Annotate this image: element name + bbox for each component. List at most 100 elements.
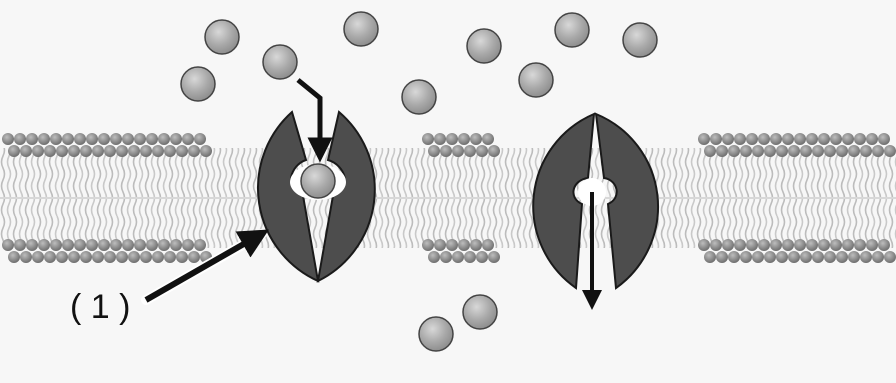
lipid-head — [38, 239, 50, 251]
lipid-head — [14, 239, 26, 251]
lipid-head — [734, 133, 746, 145]
lipid-head — [86, 239, 98, 251]
lipid-head — [770, 239, 782, 251]
lipid-head — [722, 133, 734, 145]
lipid-head — [428, 145, 440, 157]
lipid-head — [800, 145, 812, 157]
lipid-head — [752, 145, 764, 157]
lipid-head — [884, 145, 896, 157]
lipid-head — [728, 145, 740, 157]
lipid-head — [188, 251, 200, 263]
molecule — [344, 12, 378, 46]
lipid-head — [788, 251, 800, 263]
lipid-head — [752, 251, 764, 263]
lipid-head — [818, 133, 830, 145]
lipid-head — [806, 133, 818, 145]
lipid-head — [470, 239, 482, 251]
lipid-head — [422, 239, 434, 251]
lipid-head — [170, 239, 182, 251]
lipid-head — [20, 145, 32, 157]
lipid-head — [152, 251, 164, 263]
lipid-head — [878, 133, 890, 145]
lipid-head — [146, 239, 158, 251]
lipid-head — [884, 251, 896, 263]
lipid-head — [128, 251, 140, 263]
lipid-head — [866, 133, 878, 145]
lipid-head — [116, 145, 128, 157]
lipid-head — [818, 239, 830, 251]
lipid-head — [830, 239, 842, 251]
lipid-head — [872, 145, 884, 157]
lipid-head — [860, 251, 872, 263]
lipid-head — [164, 145, 176, 157]
lipid-head — [722, 239, 734, 251]
lipid-head — [782, 133, 794, 145]
lipid-head — [704, 251, 716, 263]
lipid-head — [188, 145, 200, 157]
lipid-heads-bottom-row — [2, 239, 896, 263]
lipid-head — [704, 145, 716, 157]
lipid-head — [710, 133, 722, 145]
lipid-head — [50, 133, 62, 145]
lipid-head — [458, 133, 470, 145]
lipid-head — [146, 133, 158, 145]
lipid-head — [8, 251, 20, 263]
lipid-head — [98, 239, 110, 251]
lipid-head — [26, 239, 38, 251]
lipid-head — [128, 145, 140, 157]
lipid-head — [104, 145, 116, 157]
lipid-head — [122, 239, 134, 251]
lipid-head — [50, 239, 62, 251]
lipid-head — [32, 251, 44, 263]
molecule — [419, 317, 453, 351]
lipid-head — [482, 133, 494, 145]
lipid-head — [854, 239, 866, 251]
lipid-head — [482, 239, 494, 251]
entry-arrow — [298, 80, 320, 150]
lipid-head — [56, 145, 68, 157]
lipid-head — [716, 251, 728, 263]
lipid-head — [182, 239, 194, 251]
lipid-head — [866, 239, 878, 251]
lipid-head — [152, 145, 164, 157]
lipid-head — [80, 251, 92, 263]
lipid-head — [440, 145, 452, 157]
lipid-head — [476, 145, 488, 157]
lipid-head — [770, 133, 782, 145]
lipid-head — [68, 145, 80, 157]
molecule — [555, 13, 589, 47]
lipid-head — [422, 133, 434, 145]
lipid-head — [782, 239, 794, 251]
lipid-head — [200, 145, 212, 157]
lipid-head — [728, 251, 740, 263]
lipid-head — [434, 239, 446, 251]
lipid-head — [104, 251, 116, 263]
lipid-head — [74, 133, 86, 145]
molecule — [467, 29, 501, 63]
lipid-head — [698, 239, 710, 251]
lipid-head — [860, 145, 872, 157]
molecule — [463, 295, 497, 329]
lipid-head — [140, 145, 152, 157]
lipid-head — [440, 251, 452, 263]
lipid-head — [110, 133, 122, 145]
lipid-head — [812, 251, 824, 263]
lipid-head — [758, 239, 770, 251]
lipid-head — [476, 251, 488, 263]
lipid-head — [800, 251, 812, 263]
lipid-head — [68, 251, 80, 263]
lipid-head — [746, 239, 758, 251]
molecule — [205, 20, 239, 54]
lipid-head — [740, 251, 752, 263]
lipid-head — [698, 133, 710, 145]
lipid-head — [56, 251, 68, 263]
lipid-head — [794, 133, 806, 145]
lipid-head — [878, 239, 890, 251]
lipid-head — [176, 251, 188, 263]
lipid-head — [44, 145, 56, 157]
lipid-head — [2, 239, 14, 251]
lipid-head — [488, 251, 500, 263]
lipid-head — [746, 133, 758, 145]
